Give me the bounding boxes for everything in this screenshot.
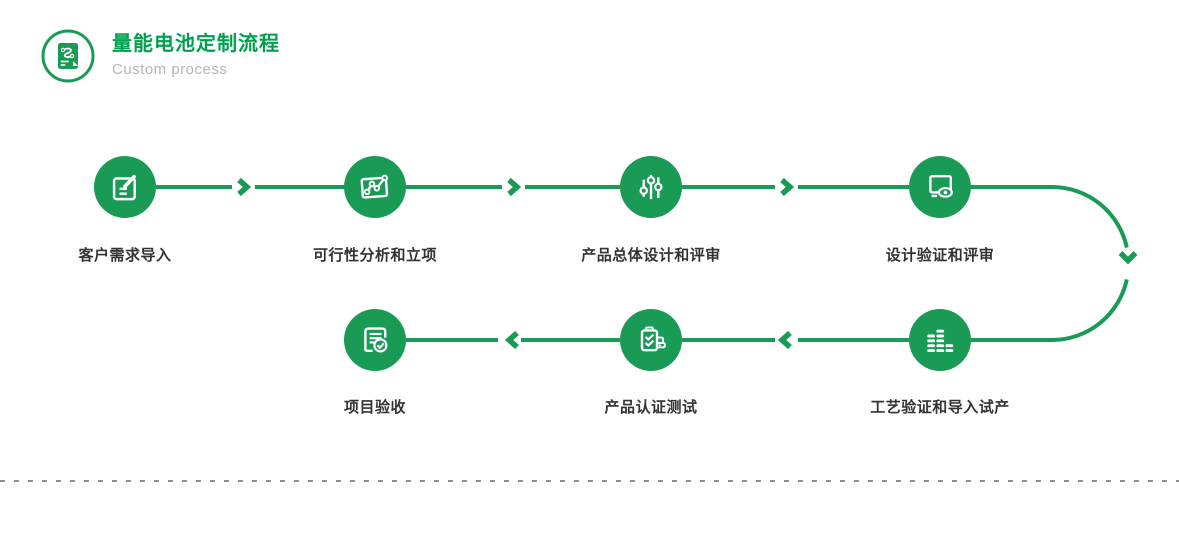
arrow-left-icon bbox=[777, 330, 792, 350]
header: 量能电池定制流程 Custom process bbox=[40, 28, 280, 84]
step-label-1: 客户需求导入 bbox=[78, 247, 172, 264]
step-label-3: 产品总体设计和评审 bbox=[581, 247, 721, 264]
page-subtitle: Custom process bbox=[112, 61, 228, 78]
document-check-icon bbox=[364, 327, 388, 353]
step-circle-1 bbox=[94, 156, 156, 218]
arrow-right-icon bbox=[507, 177, 522, 197]
bottom-dashed-divider bbox=[0, 480, 1179, 482]
monitor-eye-icon bbox=[929, 175, 953, 198]
step-circle-3 bbox=[620, 156, 682, 218]
line-chart-icon bbox=[360, 174, 389, 199]
flow-document-icon bbox=[41, 29, 95, 83]
page-title: 量能电池定制流程 bbox=[112, 33, 280, 55]
sliders-icon bbox=[639, 174, 663, 200]
connector-curve-bottom bbox=[971, 278, 1129, 342]
arrow-right-icon bbox=[780, 177, 795, 197]
step-circle-6 bbox=[620, 309, 682, 371]
connector-curve-top bbox=[971, 185, 1129, 249]
battery-check-truck-icon bbox=[640, 326, 666, 352]
arrow-right-icon bbox=[237, 177, 252, 197]
step-circle-4 bbox=[909, 156, 971, 218]
step-circle-7 bbox=[344, 309, 406, 371]
step-label-6: 产品认证测试 bbox=[604, 399, 698, 416]
step-label-5: 工艺验证和导入试产 bbox=[870, 399, 1010, 416]
equalizer-bars-icon bbox=[927, 329, 954, 353]
step-label-4: 设计验证和评审 bbox=[885, 247, 995, 264]
step-circle-5 bbox=[909, 309, 971, 371]
step-circle-2 bbox=[344, 156, 406, 218]
step-label-2: 可行性分析和立项 bbox=[312, 247, 438, 264]
edit-note-icon bbox=[112, 174, 136, 201]
step-label-7: 项目验收 bbox=[343, 399, 407, 416]
arrow-left-icon bbox=[504, 330, 519, 350]
arrow-down-icon bbox=[1118, 251, 1138, 265]
